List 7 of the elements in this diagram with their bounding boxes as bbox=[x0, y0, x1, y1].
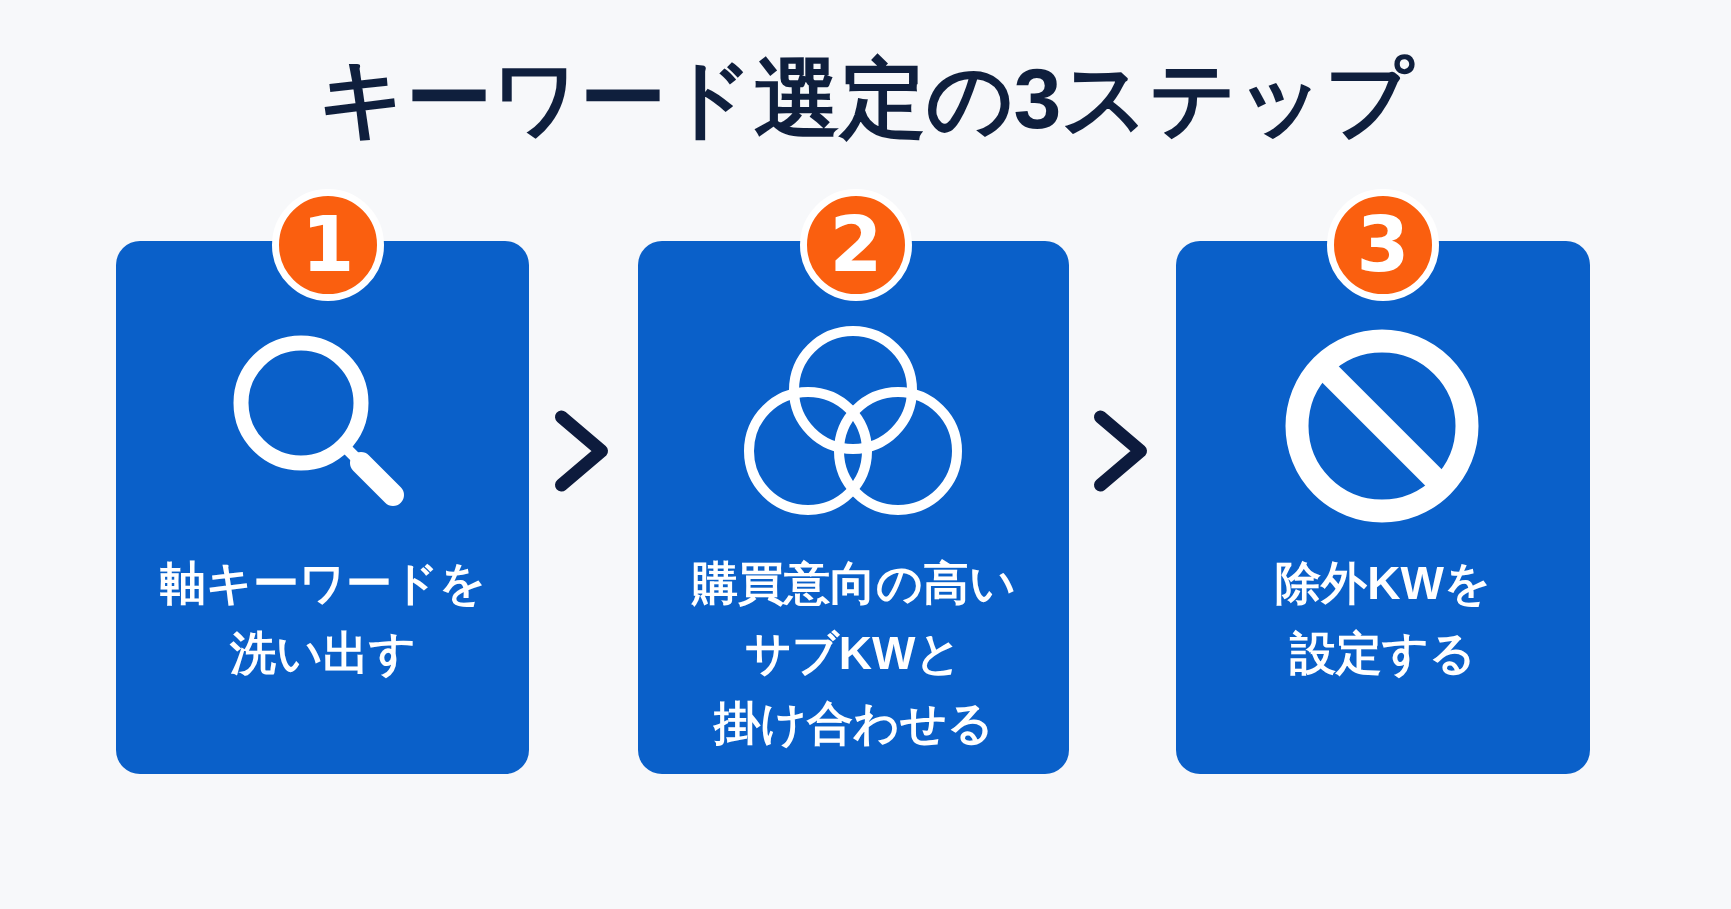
step-text: 購買意向の高いサブKWと掛け合わせる bbox=[691, 556, 1016, 751]
title: キーワード選定の3ステップ bbox=[317, 49, 1414, 148]
number-badge: 1 bbox=[272, 189, 384, 301]
step-text: 除外KWを設定する bbox=[1275, 556, 1491, 681]
number-badge: 3 bbox=[1327, 189, 1439, 301]
step-text: 軸キーワードを洗い出す bbox=[159, 556, 486, 681]
number-badge: 2 bbox=[800, 189, 912, 301]
